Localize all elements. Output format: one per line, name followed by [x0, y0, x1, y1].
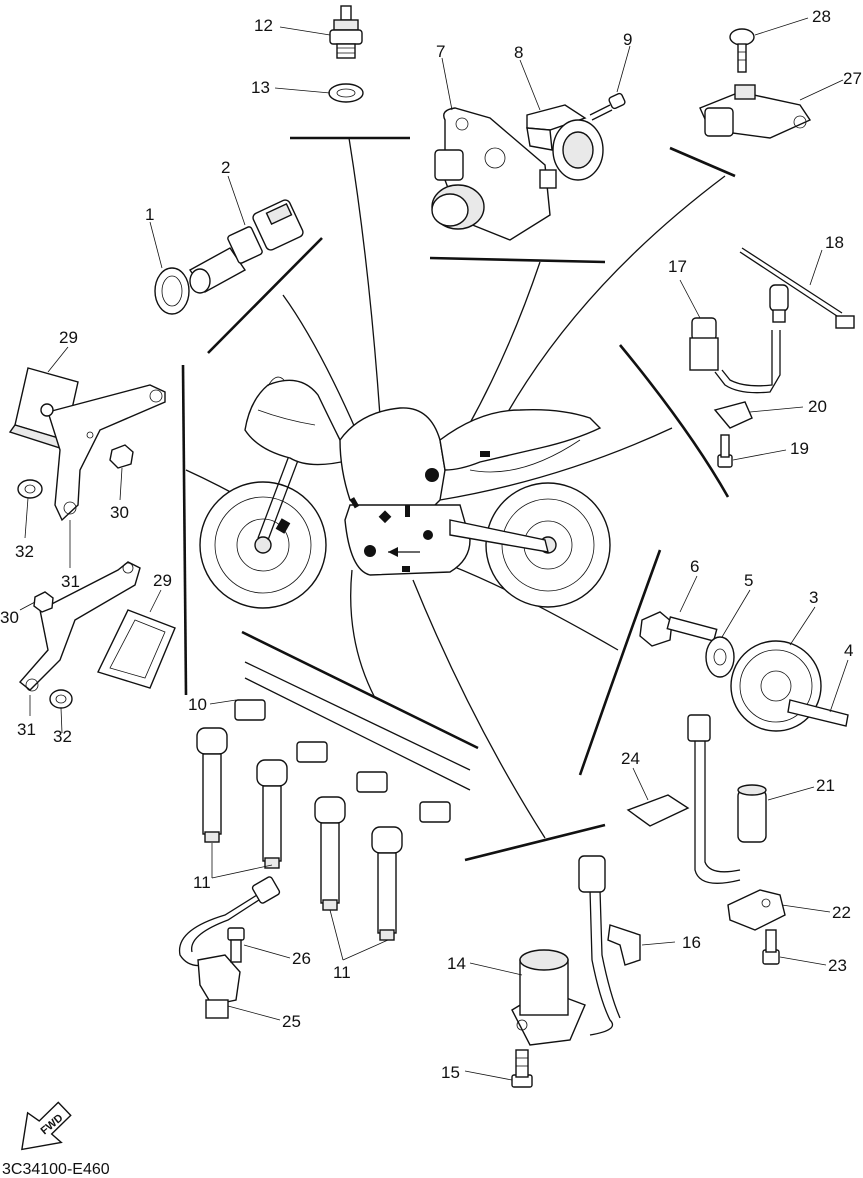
part-sensor-25: [178, 876, 281, 1019]
part-bolt-19: [717, 434, 733, 468]
part-bolt-15: [511, 1049, 533, 1088]
part-coil-11a: [196, 727, 288, 869]
part-washer-32a: [17, 479, 43, 499]
callout-9: 9: [623, 30, 632, 49]
callout-4: 4: [844, 641, 853, 660]
part-sensor-2: [188, 199, 304, 294]
callout-27: 27: [843, 69, 862, 88]
part-bracket-31a: [47, 384, 166, 522]
callout-26: 26: [292, 949, 311, 968]
callout-11b: 11: [333, 963, 351, 982]
callout-21: 21: [816, 776, 835, 795]
part-sensor-14: [511, 855, 621, 1046]
callout-25: 25: [282, 1012, 301, 1031]
part-nut-30b: [33, 591, 54, 613]
part-sensor-assembly-7: [431, 107, 557, 241]
callout-10: 10: [188, 695, 207, 714]
fwd-arrow-icon: FWD: [21, 1101, 72, 1151]
callout-22: 22: [832, 903, 851, 922]
callout-11a: 11: [193, 873, 211, 892]
part-shaft-4: [787, 699, 849, 727]
part-pressure-sensor-27: [699, 84, 812, 139]
callout-18: 18: [825, 233, 844, 252]
diagram-code: 3C34100-E460: [2, 1161, 110, 1178]
callout-6: 6: [690, 557, 699, 576]
part-nut-30a: [109, 444, 134, 469]
callout-2: 2: [221, 158, 230, 177]
callout-13: 13: [251, 78, 270, 97]
section-brackets: [181, 136, 736, 862]
callout-31b: 31: [17, 720, 36, 739]
callout-32a: 32: [15, 542, 34, 561]
part-sprocket-3: [730, 640, 822, 732]
part-washer-32b: [49, 689, 73, 709]
part-plate-22: [727, 889, 786, 931]
callout-numbers: 12 13 7 8 9 28 27 2 1 18 17 29 20 19 30 …: [0, 7, 862, 1082]
callout-32b: 32: [53, 727, 72, 746]
callout-29a: 29: [59, 328, 78, 347]
callout-24: 24: [621, 749, 640, 768]
callout-29b: 29: [153, 571, 172, 590]
part-sensor-17: [689, 284, 789, 394]
part-bolt-26: [227, 927, 245, 963]
part-bolt-head: [40, 403, 54, 417]
callout-7: 7: [436, 42, 445, 61]
part-screw-28: [729, 28, 755, 73]
part-gasket-1: [154, 267, 190, 315]
callout-30b: 30: [0, 608, 19, 627]
part-washer-13: [328, 83, 364, 103]
callout-3: 3: [809, 588, 818, 607]
location-marker-dot: [364, 545, 376, 557]
part-harness-18: [739, 247, 855, 329]
callout-23: 23: [828, 956, 847, 975]
part-temp-sensor-12: [329, 5, 363, 59]
callout-16: 16: [682, 933, 701, 952]
callout-31a: 31: [61, 572, 80, 591]
callout-15: 15: [441, 1063, 460, 1082]
part-screw-9: [589, 92, 626, 121]
callout-5: 5: [744, 571, 753, 590]
callout-17: 17: [668, 257, 687, 276]
motorcycle-illustration: [199, 376, 611, 609]
part-bracket-31b: [18, 561, 141, 692]
part-washer-5: [705, 636, 735, 678]
part-bolt-23: [762, 929, 780, 965]
part-coil-11b: [314, 796, 403, 941]
callout-leaders: [19, 17, 849, 1081]
part-reflector-29b: [97, 609, 176, 689]
part-sensor-21: [687, 714, 767, 884]
part-bolt-6: [639, 611, 718, 647]
part-harness-10: [234, 661, 471, 823]
callout-19: 19: [790, 439, 809, 458]
callout-28: 28: [812, 7, 831, 26]
callout-30a: 30: [110, 503, 129, 522]
part-sensor-8: [526, 104, 604, 181]
callout-12: 12: [254, 16, 273, 35]
callout-1: 1: [145, 205, 154, 224]
callout-20: 20: [808, 397, 827, 416]
callout-14: 14: [447, 954, 466, 973]
part-bracket-24: [626, 794, 690, 827]
callout-8: 8: [514, 43, 523, 62]
part-clip-16: [607, 924, 641, 966]
part-clamp-20: [713, 401, 753, 429]
